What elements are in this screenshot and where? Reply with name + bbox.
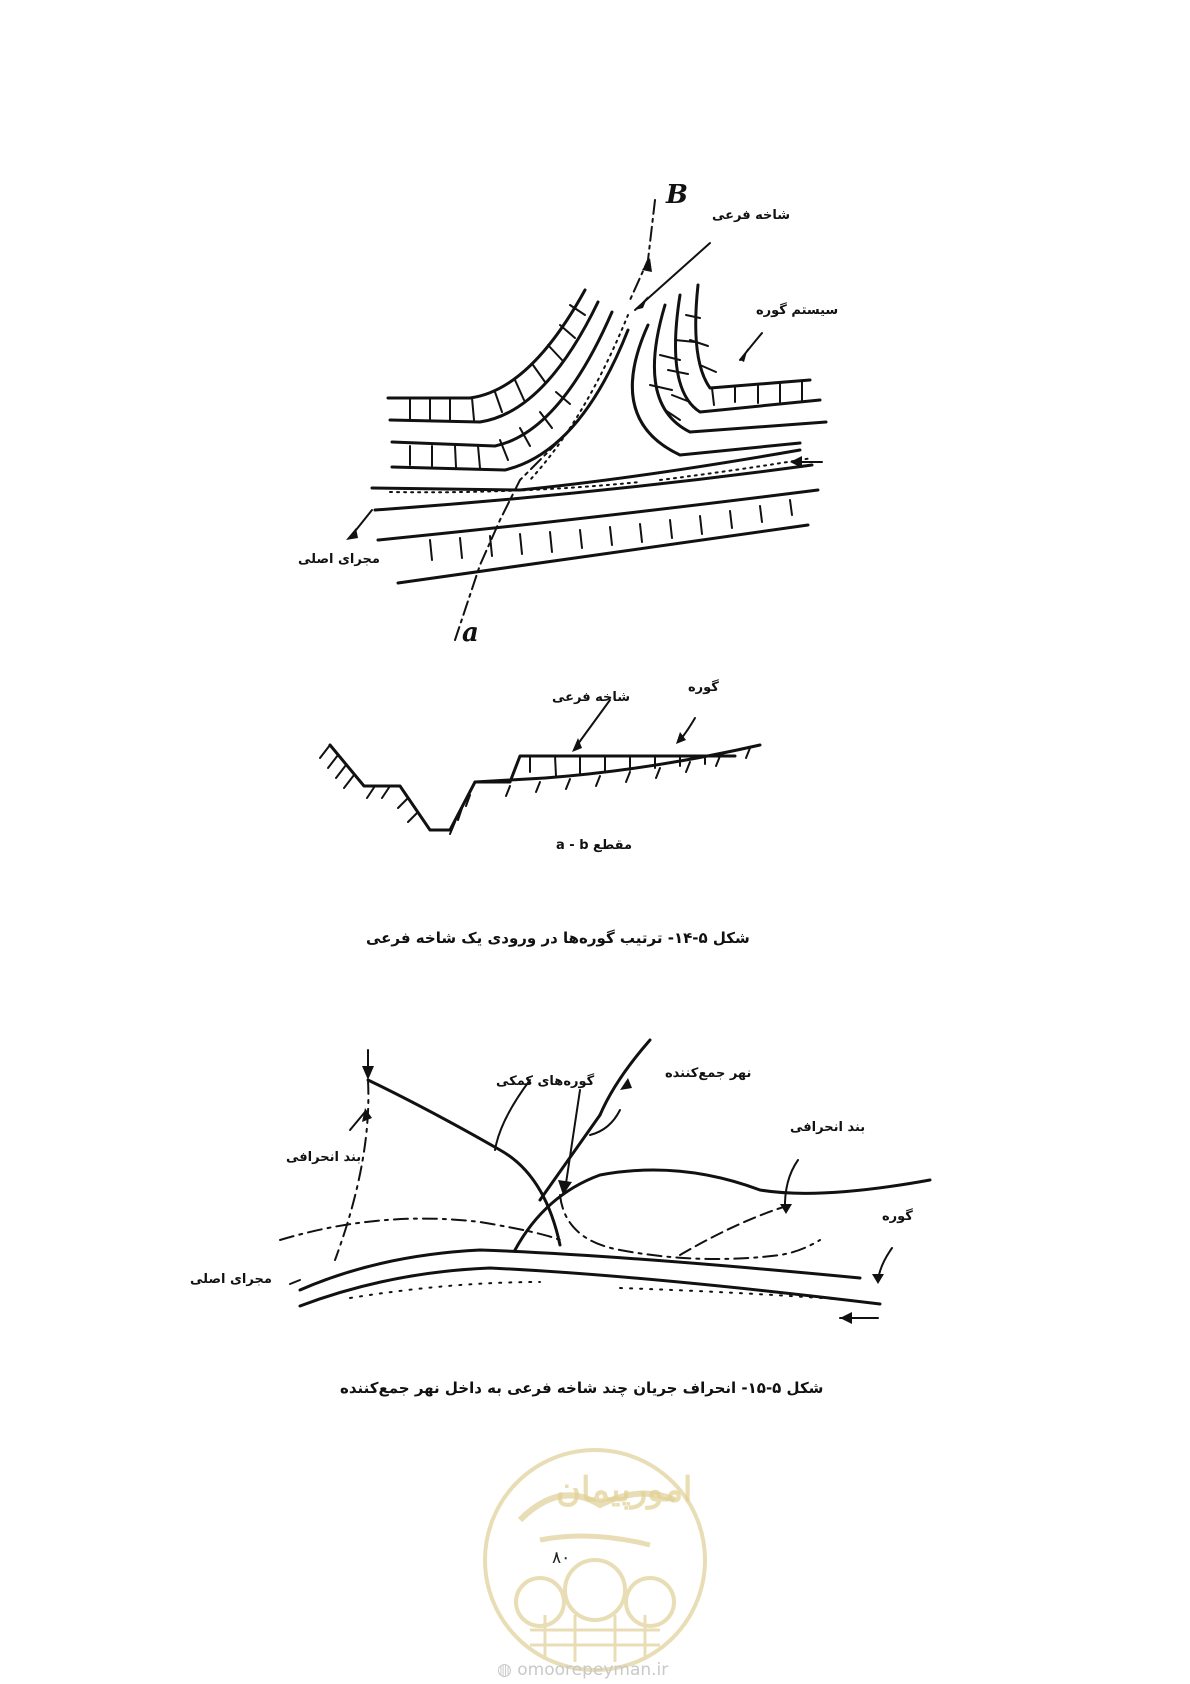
- label-main-channel-2: مجرای اصلی: [190, 1272, 272, 1287]
- label-section-gore: گوره: [688, 680, 719, 695]
- label-point-b: B: [666, 180, 688, 210]
- label-branch: شاخه فرعی: [712, 208, 791, 223]
- label-aux-gores: گوره‌های کمکی: [496, 1074, 595, 1089]
- label-section-ab: مقطع a - b: [556, 838, 633, 853]
- label-gore-system: سیستم گوره: [756, 303, 839, 318]
- section-line: [454, 199, 656, 641]
- watermark-url: ◍ omoorepeyman.ir: [497, 1660, 668, 1680]
- label-point-a: a: [462, 618, 479, 648]
- label-diversion-dam-left: بند انحرافی: [286, 1150, 362, 1165]
- cross-section-drawing: [328, 743, 762, 832]
- watermark-circle: [483, 1448, 707, 1672]
- figure2-dashed: [279, 1079, 851, 1301]
- watermark-logo-text: امورپیمان: [556, 1470, 693, 1510]
- globe-icon: ◍: [497, 1660, 512, 1680]
- figure2-drawing: [298, 1038, 932, 1308]
- page-number: ۸۰: [552, 1548, 571, 1568]
- figure2-arrowheads: [362, 1066, 884, 1324]
- figure2-leaders: [289, 1049, 893, 1319]
- plan-view-drawing: [370, 283, 828, 585]
- figure1-caption: شکل ۵-۱۴- ترتیب گوره‌ها در ورودی یک شاخه…: [366, 929, 750, 947]
- watermark-url-text: omoorepeyman.ir: [517, 1660, 669, 1680]
- section-hatch: [319, 699, 751, 835]
- plan-arrowheads: [346, 258, 802, 540]
- figure2-caption: شکل ۵-۱۵- انحراف جریان چند شاخه فرعی به …: [340, 1379, 824, 1397]
- branch-stream-dots: [389, 314, 813, 494]
- plan-hatch-ticks: [409, 304, 803, 561]
- label-section-branch: شاخه فرعی: [552, 690, 631, 705]
- section-arrowheads: [572, 732, 686, 752]
- label-diversion-dam-right: بند انحرافی: [790, 1120, 866, 1135]
- label-gore: گوره: [882, 1209, 913, 1224]
- label-main-channel: مجرای اصلی: [298, 552, 380, 567]
- watermark-logo: [483, 1448, 707, 1672]
- label-collector: نهر جمع‌کننده: [665, 1066, 752, 1081]
